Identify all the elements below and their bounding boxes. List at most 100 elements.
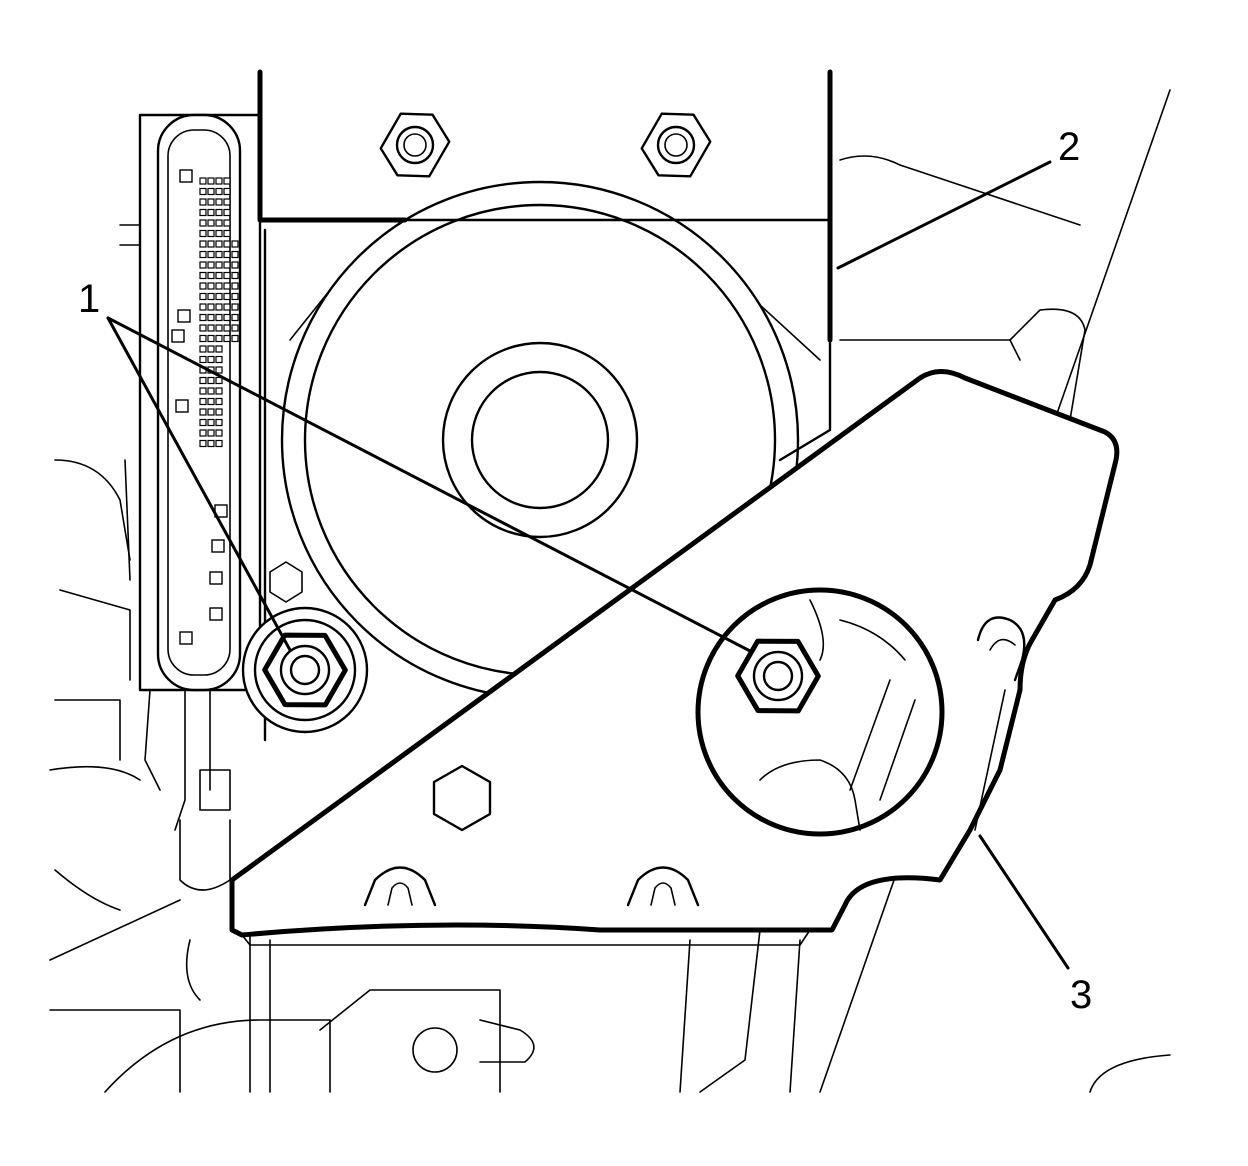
connector-latch — [171, 329, 185, 343]
connector-pin — [215, 261, 223, 269]
connector-pin — [207, 397, 215, 406]
top-nut-left — [379, 112, 451, 178]
connector-pin — [215, 355, 223, 364]
callout-3: 3 — [1070, 973, 1092, 1017]
connector-pin — [199, 219, 207, 227]
connector-pin — [199, 198, 207, 206]
connector-pin — [199, 303, 207, 311]
connector-pin — [199, 261, 207, 269]
connector-pin — [231, 282, 239, 290]
connector-pin — [231, 324, 239, 332]
connector-pin — [215, 292, 223, 301]
connector-pin — [207, 250, 215, 259]
connector-latch — [179, 631, 193, 645]
connector-pin — [199, 313, 207, 322]
callout-labels: 1 2 3 — [78, 125, 1092, 1017]
connector-pin — [223, 240, 231, 248]
connector-pin — [207, 208, 215, 217]
connector-pin — [215, 366, 223, 374]
connector-pin — [215, 282, 223, 290]
connector-pin — [199, 376, 207, 385]
connector-pin — [215, 334, 223, 343]
connector-pin — [215, 229, 223, 238]
connector-pin — [223, 282, 231, 290]
connector-pin — [215, 376, 223, 385]
leader-3 — [978, 834, 1070, 970]
connector-pin — [207, 261, 215, 269]
connector-pin — [223, 208, 231, 217]
connector-pin — [207, 198, 215, 206]
connector-latch — [177, 309, 191, 323]
connector-pin — [199, 240, 207, 248]
connector-latch — [175, 399, 189, 413]
connector-pin — [215, 345, 223, 353]
connector-latch — [211, 539, 225, 553]
connector-pin — [231, 261, 239, 269]
connector-pin — [215, 271, 223, 280]
connector-pin — [207, 387, 215, 395]
connector-pin — [231, 334, 239, 343]
connector-pin — [199, 187, 207, 196]
connector-pin — [231, 271, 239, 280]
connector-pin — [199, 208, 207, 217]
ebcm-connector — [119, 113, 262, 891]
connector-pin — [215, 219, 223, 227]
connector-latch — [209, 607, 223, 621]
connector-pin — [207, 292, 215, 301]
connector-pin — [199, 292, 207, 301]
leader-1-right — [106, 316, 754, 654]
connector-pin — [215, 397, 223, 406]
connector-pin — [223, 187, 231, 196]
connector-pin — [207, 271, 215, 280]
connector-pin — [207, 177, 215, 185]
connector-pin — [207, 439, 215, 448]
connector-pin — [215, 429, 223, 437]
connector-pin — [215, 187, 223, 196]
connector-latch — [179, 169, 193, 183]
top-nut-right — [640, 112, 712, 178]
connector-pin — [199, 282, 207, 290]
connector-pin — [199, 439, 207, 448]
connector-pin — [199, 177, 207, 185]
connector-pin — [231, 292, 239, 301]
connector-pin — [207, 345, 215, 353]
connector-pin — [215, 387, 223, 395]
connector-pin — [207, 229, 215, 238]
connector-pin — [231, 303, 239, 311]
connector-pin — [207, 429, 215, 437]
connector-pin — [207, 240, 215, 248]
background-structure — [49, 89, 1171, 1093]
connector-pin — [215, 418, 223, 427]
connector-pin — [215, 303, 223, 311]
connector-pin — [215, 324, 223, 332]
connector-pin — [223, 229, 231, 238]
connector-pin — [207, 303, 215, 311]
connector-pin — [207, 282, 215, 290]
connector-pin — [199, 250, 207, 259]
connector-pin — [231, 313, 239, 322]
callout-1: 1 — [78, 277, 100, 321]
connector-pin — [223, 324, 231, 332]
connector-pin — [199, 408, 207, 416]
connector-pin — [207, 408, 215, 416]
connector-pin — [207, 334, 215, 343]
connector-pin — [199, 324, 207, 332]
connector-pin — [223, 261, 231, 269]
connector-pin — [215, 250, 223, 259]
connector-pin — [223, 271, 231, 280]
connector-pin — [199, 355, 207, 364]
connector-pin — [231, 250, 239, 259]
connector-pin — [223, 250, 231, 259]
connector-pin — [207, 324, 215, 332]
leader-2 — [836, 160, 1052, 270]
connector-pin — [199, 387, 207, 395]
connector-pin — [207, 355, 215, 364]
callout-2: 2 — [1058, 125, 1080, 169]
connector-pin — [199, 334, 207, 343]
connector-pin — [199, 271, 207, 280]
connector-pin — [231, 240, 239, 248]
connector-pin — [223, 292, 231, 301]
connector-pin — [215, 198, 223, 206]
connector-pin — [223, 177, 231, 185]
